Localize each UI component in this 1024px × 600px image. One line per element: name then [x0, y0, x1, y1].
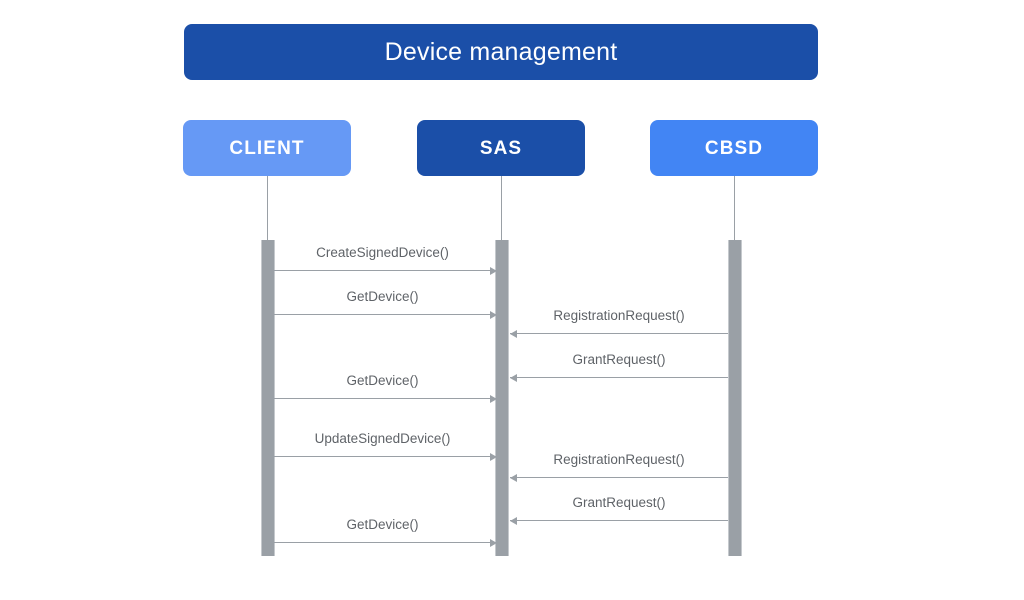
message-line: [510, 333, 728, 334]
participant-sas-label: SAS: [479, 137, 523, 159]
lifeline-cbsd: [734, 176, 735, 240]
page-title: Device management: [384, 37, 618, 66]
message-arrow[interactable]: GetDevice(): [268, 509, 497, 547]
message-arrow[interactable]: RegistrationRequest(): [510, 444, 728, 482]
message-arrow[interactable]: GrantRequest(): [510, 344, 728, 382]
message-label: GetDevice(): [346, 288, 419, 304]
arrow-head-left-icon: [510, 473, 517, 482]
message-label: UpdateSignedDevice(): [314, 430, 451, 446]
lifeline-sas: [501, 176, 502, 240]
participant-client[interactable]: CLIENT: [183, 120, 351, 176]
activation-bar-sas: [495, 240, 509, 556]
message-line: [510, 377, 728, 378]
arrow-head-right-icon: [490, 394, 497, 403]
message-arrow[interactable]: CreateSignedDevice(): [268, 237, 497, 275]
message-line: [268, 398, 497, 399]
message-arrow[interactable]: GetDevice(): [268, 365, 497, 403]
arrow-head-right-icon: [490, 538, 497, 547]
activation-bar-cbsd: [728, 240, 742, 556]
participant-cbsd[interactable]: CBSD: [650, 120, 818, 176]
message-arrow[interactable]: GetDevice(): [268, 281, 497, 319]
message-line: [268, 270, 497, 271]
message-label: GetDevice(): [346, 372, 419, 388]
participant-client-label: CLIENT: [229, 137, 305, 159]
arrow-head-left-icon: [510, 373, 517, 382]
message-line: [510, 477, 728, 478]
participant-cbsd-label: CBSD: [704, 137, 764, 159]
lifeline-client: [267, 176, 268, 240]
message-label: GrantRequest(): [572, 494, 666, 510]
message-arrow[interactable]: GrantRequest(): [510, 487, 728, 525]
message-label: CreateSignedDevice(): [316, 244, 449, 260]
arrow-head-right-icon: [490, 452, 497, 461]
message-line: [268, 542, 497, 543]
arrow-head-left-icon: [510, 329, 517, 338]
message-line: [268, 314, 497, 315]
message-line: [510, 520, 728, 521]
message-label: GrantRequest(): [572, 351, 666, 367]
message-label: GetDevice(): [346, 516, 419, 532]
arrow-head-left-icon: [510, 516, 517, 525]
message-arrow[interactable]: RegistrationRequest(): [510, 300, 728, 338]
participant-sas[interactable]: SAS: [417, 120, 585, 176]
message-line: [268, 456, 497, 457]
message-label: RegistrationRequest(): [553, 451, 685, 467]
message-label: RegistrationRequest(): [553, 307, 685, 323]
diagram-title-banner: Device management: [184, 24, 818, 80]
message-arrow[interactable]: UpdateSignedDevice(): [268, 423, 497, 461]
arrow-head-right-icon: [490, 310, 497, 319]
arrow-head-right-icon: [490, 266, 497, 275]
